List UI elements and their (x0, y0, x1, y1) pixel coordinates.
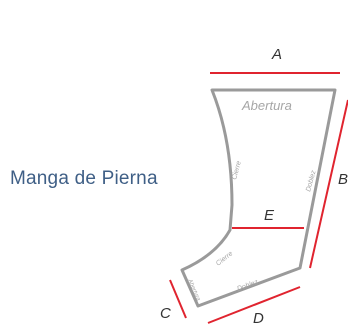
measure-line-b (309, 99, 348, 269)
measure-label-d: D (253, 310, 264, 325)
measure-line-c (169, 279, 187, 319)
measure-line-d (207, 286, 301, 324)
product-title: Manga de Pierna (10, 168, 158, 189)
measure-label-e: E (264, 207, 275, 224)
sleeve-outline (180, 88, 337, 308)
measure-label-c: C (160, 305, 171, 322)
zone-label-closure-upper: Cierre (231, 160, 243, 180)
zone-label-opening: Abertura (241, 98, 292, 113)
measure-label-b: B (338, 171, 348, 188)
zone-label-closure-lower: Cierre (215, 250, 234, 267)
measure-label-a: A (271, 46, 282, 63)
zone-label-fold-lower: Doblez (236, 279, 259, 293)
